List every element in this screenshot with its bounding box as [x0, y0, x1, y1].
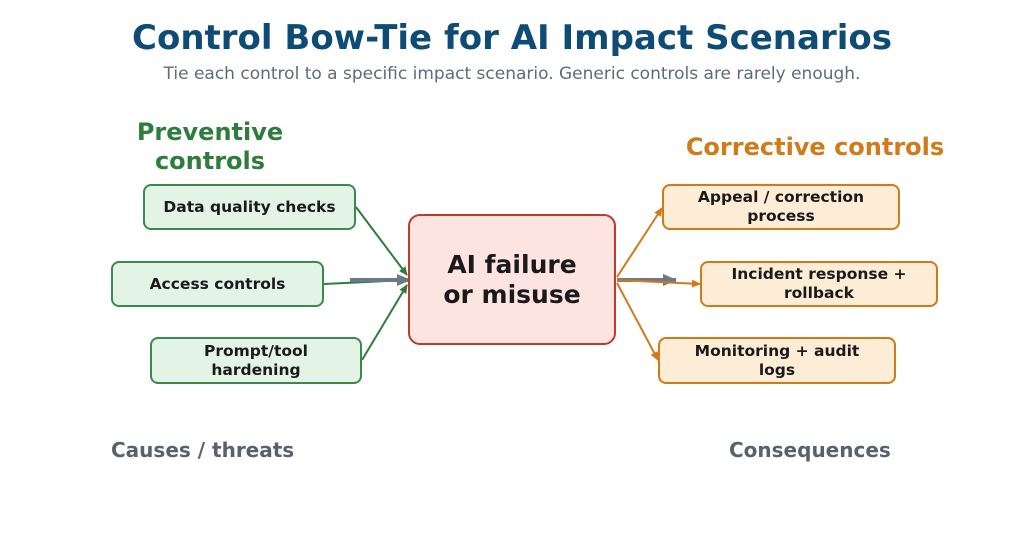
diagram-subtitle: Tie each control to a specific impact sc… — [163, 64, 861, 84]
corrective-box-label: Monitoring + audit logs — [694, 341, 860, 379]
preventive-box-access-controls: Access controls — [111, 261, 324, 307]
causes-label: Causes / threats — [111, 438, 295, 462]
top-event-box: AI failure or misuse — [408, 214, 616, 345]
connector-incident — [616, 279, 701, 288]
corrective-box-label: Incident response + rollback — [731, 265, 907, 302]
preventive-box-label: Prompt/tool hardening — [204, 341, 308, 379]
corrective-box-monitoring: Monitoring + audit logs — [658, 337, 896, 384]
connector-prompt-hardening — [361, 284, 408, 361]
diagram-title: Control Bow-Tie for AI Impact Scenarios — [132, 18, 892, 58]
top-event-label: AI failure or misuse — [443, 249, 581, 309]
connector-monitoring — [616, 282, 659, 361]
connector-data-quality — [355, 206, 408, 276]
preventive-box-data-quality: Data quality checks — [143, 184, 356, 230]
preventive-box-label: Data quality checks — [163, 197, 336, 216]
corrective-box-appeal: Appeal / correction process — [662, 184, 900, 230]
preventive-heading: Preventive controls — [136, 118, 284, 175]
preventive-box-label: Access controls — [149, 274, 286, 293]
preventive-box-prompt-hardening: Prompt/tool hardening — [150, 337, 362, 384]
corrective-heading: Corrective controls — [685, 133, 945, 161]
connector-appeal — [616, 207, 663, 278]
consequences-label: Consequences — [729, 438, 891, 462]
corrective-box-incident: Incident response + rollback — [700, 261, 938, 307]
corrective-box-label: Appeal / correction process — [697, 188, 865, 225]
